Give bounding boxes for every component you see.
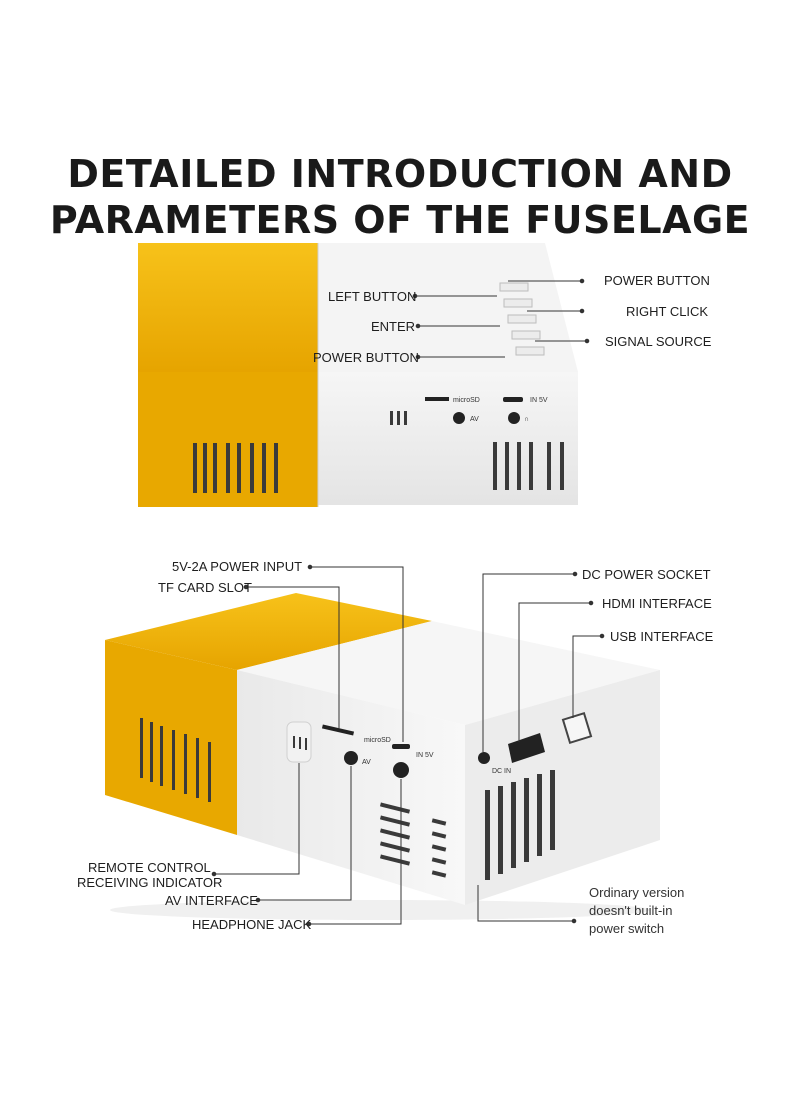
top-view-projector: microSD IN 5V AV ∩	[138, 243, 578, 507]
label-remote-control: REMOTE CONTROL	[88, 860, 211, 875]
power-switch-note: Ordinary version doesn't built-in power …	[589, 884, 684, 938]
bottom-in5v-text: IN 5V	[416, 752, 434, 759]
white-side-vents	[493, 442, 564, 490]
label-hdmi-interface: HDMI INTERFACE	[602, 596, 712, 611]
bottom-av-text: AV	[362, 759, 371, 766]
label-power-button-right: POWER BUTTON	[604, 273, 710, 288]
av-port-text: AV	[470, 416, 479, 423]
hdmi-port	[508, 733, 545, 763]
headphone-jack-port	[393, 762, 409, 778]
label-usb-interface: USB INTERFACE	[610, 629, 714, 644]
label-right-click: RIGHT CLICK	[626, 304, 709, 319]
remote-receiver	[293, 736, 307, 750]
label-power-input: 5V-2A POWER INPUT	[172, 559, 303, 574]
note-line-2: doesn't built-in	[589, 903, 673, 918]
label-headphone-jack: HEADPHONE JACK	[192, 917, 312, 932]
page-title-line-2: PARAMETERS OF THE FUSELAGE	[49, 198, 751, 242]
right-vents	[485, 770, 555, 880]
microsd-slot	[425, 397, 449, 401]
page-title-line-1: DETAILED INTRODUCTION AND	[67, 152, 733, 196]
tf-card-slot	[321, 724, 355, 736]
yellow-vents	[140, 718, 211, 802]
label-tf-card-slot: TF CARD SLOT	[158, 580, 252, 595]
label-left-button: LEFT BUTTON	[328, 289, 417, 304]
label-power-button-left: POWER BUTTON	[313, 350, 419, 365]
top-leader-lines	[412, 278, 590, 360]
bottom-microsd-text: microSD	[364, 737, 391, 744]
av-interface	[344, 751, 358, 765]
dc-power-socket	[478, 752, 490, 764]
dc-in-text: DC IN	[492, 768, 511, 775]
note-line-1: Ordinary version	[589, 885, 685, 900]
label-enter: ENTER	[371, 319, 416, 334]
av-jack	[453, 412, 465, 424]
in5v-port-text: IN 5V	[530, 397, 548, 404]
headphone-jack	[508, 412, 520, 424]
bottom-view-projector: microSD IN 5V AV DC IN	[105, 593, 660, 920]
headphone-port-text: ∩	[524, 416, 529, 423]
usb-c-port	[503, 397, 523, 402]
yellow-side-vents	[193, 443, 278, 493]
label-dc-power-socket: DC POWER SOCKET	[582, 567, 711, 582]
label-receiving-indicator: RECEIVING INDICATOR	[77, 875, 223, 890]
bottom-leader-lines	[211, 564, 605, 927]
top-buttons	[499, 282, 545, 356]
note-line-3: power switch	[589, 921, 665, 936]
ir-indicator	[390, 411, 407, 425]
microsd-port-text: microSD	[453, 397, 480, 404]
label-signal-source: SIGNAL SOURCE	[605, 334, 712, 349]
front-vents	[379, 802, 447, 878]
label-av-interface: AV INTERFACE	[165, 893, 258, 908]
power-input-port	[392, 744, 410, 749]
